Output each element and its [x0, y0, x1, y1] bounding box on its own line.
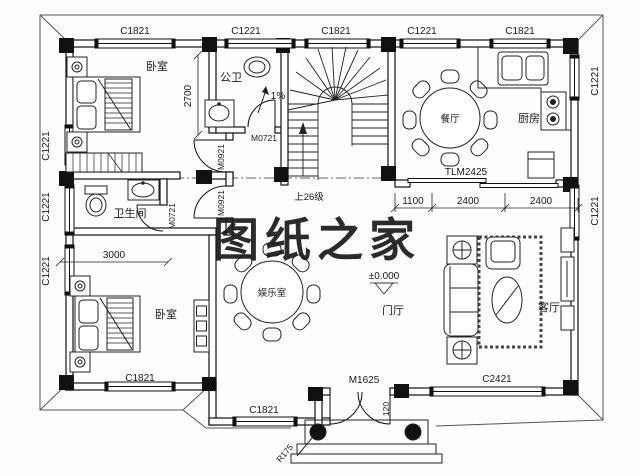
window-c1821-bottom-recessed — [232, 416, 298, 427]
label-window: C1221 — [590, 66, 601, 96]
wardrobe-top — [65, 152, 143, 173]
room-foyer: 门厅 — [382, 303, 404, 317]
dim-slope: 1% — [271, 91, 286, 102]
label-door: M0921 — [216, 190, 226, 216]
door-m1625-entrance — [329, 391, 391, 425]
nightstands-top — [66, 56, 88, 153]
porch-column-right — [404, 423, 422, 441]
stair-up-arrow — [299, 122, 307, 176]
label-door: M1625 — [349, 375, 380, 386]
dim-level: ±0.000 — [369, 271, 400, 282]
slope-arrow — [257, 86, 269, 114]
label-window: C1221 — [407, 26, 437, 37]
dim-radius: R175 — [274, 442, 295, 464]
label-window: C1821 — [125, 373, 155, 384]
columns — [59, 37, 578, 401]
label-window: C1221 — [590, 196, 601, 226]
level-marker — [370, 282, 398, 295]
bed-top — [72, 76, 141, 133]
label-window: C1221 — [41, 192, 52, 222]
room-living: 客厅 — [538, 300, 560, 314]
publicbath-fixtures — [204, 56, 271, 128]
dim-2400-a: 2400 — [457, 196, 480, 207]
label-window: C1821 — [321, 26, 351, 37]
fridge — [527, 151, 555, 179]
recreation-table — [223, 242, 321, 342]
window-c2421-bottom — [429, 386, 546, 397]
dim-3000: 3000 — [103, 250, 126, 261]
label-window: C1221 — [41, 256, 52, 286]
room-public-bath: 公卫 — [220, 72, 242, 84]
window-c1821-top-mid — [304, 38, 371, 49]
dim-2700: 2700 — [183, 84, 194, 107]
porch-column-left — [309, 423, 327, 441]
room-bedroom-bottom: 卧室 — [155, 307, 177, 321]
window-c1221-top — [224, 38, 296, 49]
label-window: C2421 — [482, 374, 512, 385]
porch — [290, 419, 443, 464]
window-c1821-top-right — [489, 38, 551, 49]
sofa-three-seat — [443, 263, 479, 337]
room-bedroom-top: 卧室 — [146, 59, 168, 73]
label-window: C1221 — [41, 131, 52, 161]
room-recreation: 娱乐室 — [258, 287, 287, 299]
label-door: TLM2425 — [445, 167, 488, 178]
dim-120: 120 — [381, 402, 391, 416]
window-c1221-top-2 — [399, 38, 461, 49]
rug — [477, 235, 543, 349]
bed-bottom — [74, 295, 141, 353]
window-c1221-left-2 — [64, 184, 75, 236]
window-c1221-right-1 — [569, 54, 580, 101]
door-m0921-upper — [193, 139, 227, 173]
door-m0721-publicbath — [247, 99, 276, 128]
label-window: C1821 — [249, 405, 279, 416]
dresser-bottom — [193, 299, 210, 353]
eave-outline — [39, 14, 604, 429]
dining-table — [402, 69, 498, 167]
label-door: M0721 — [167, 203, 177, 229]
room-bathroom: 卫生间 — [114, 206, 147, 220]
nightstands-bottom — [69, 275, 91, 373]
doors — [136, 99, 391, 425]
room-dining: 餐厅 — [440, 113, 460, 125]
label-window: C1221 — [231, 26, 261, 37]
window-c1821-bottom-left — [104, 381, 176, 392]
tv-cabinet — [560, 227, 575, 331]
dimension-lines — [55, 50, 583, 295]
label-window: C1821 — [120, 26, 150, 37]
door-m0921-lower — [193, 185, 227, 219]
stairs-note: 上26级 — [294, 191, 324, 203]
bathroom-fixtures — [84, 179, 160, 217]
dim-2400-b: 2400 — [530, 196, 553, 207]
window-c1821-top-left — [94, 38, 176, 49]
staircase — [287, 46, 389, 180]
room-kitchen: 厨房 — [518, 112, 540, 125]
sliding-door-tlm2425 — [407, 178, 559, 188]
watermark: 图纸之家 — [213, 213, 421, 267]
door-bathroom — [136, 204, 164, 232]
label-door: M0921 — [216, 144, 226, 170]
label-window: C1821 — [505, 26, 535, 37]
label-door: M0721 — [251, 133, 277, 143]
kitchen-fixtures — [477, 47, 571, 179]
dim-1100: 1100 — [402, 196, 424, 207]
living-room-furniture — [443, 227, 575, 365]
